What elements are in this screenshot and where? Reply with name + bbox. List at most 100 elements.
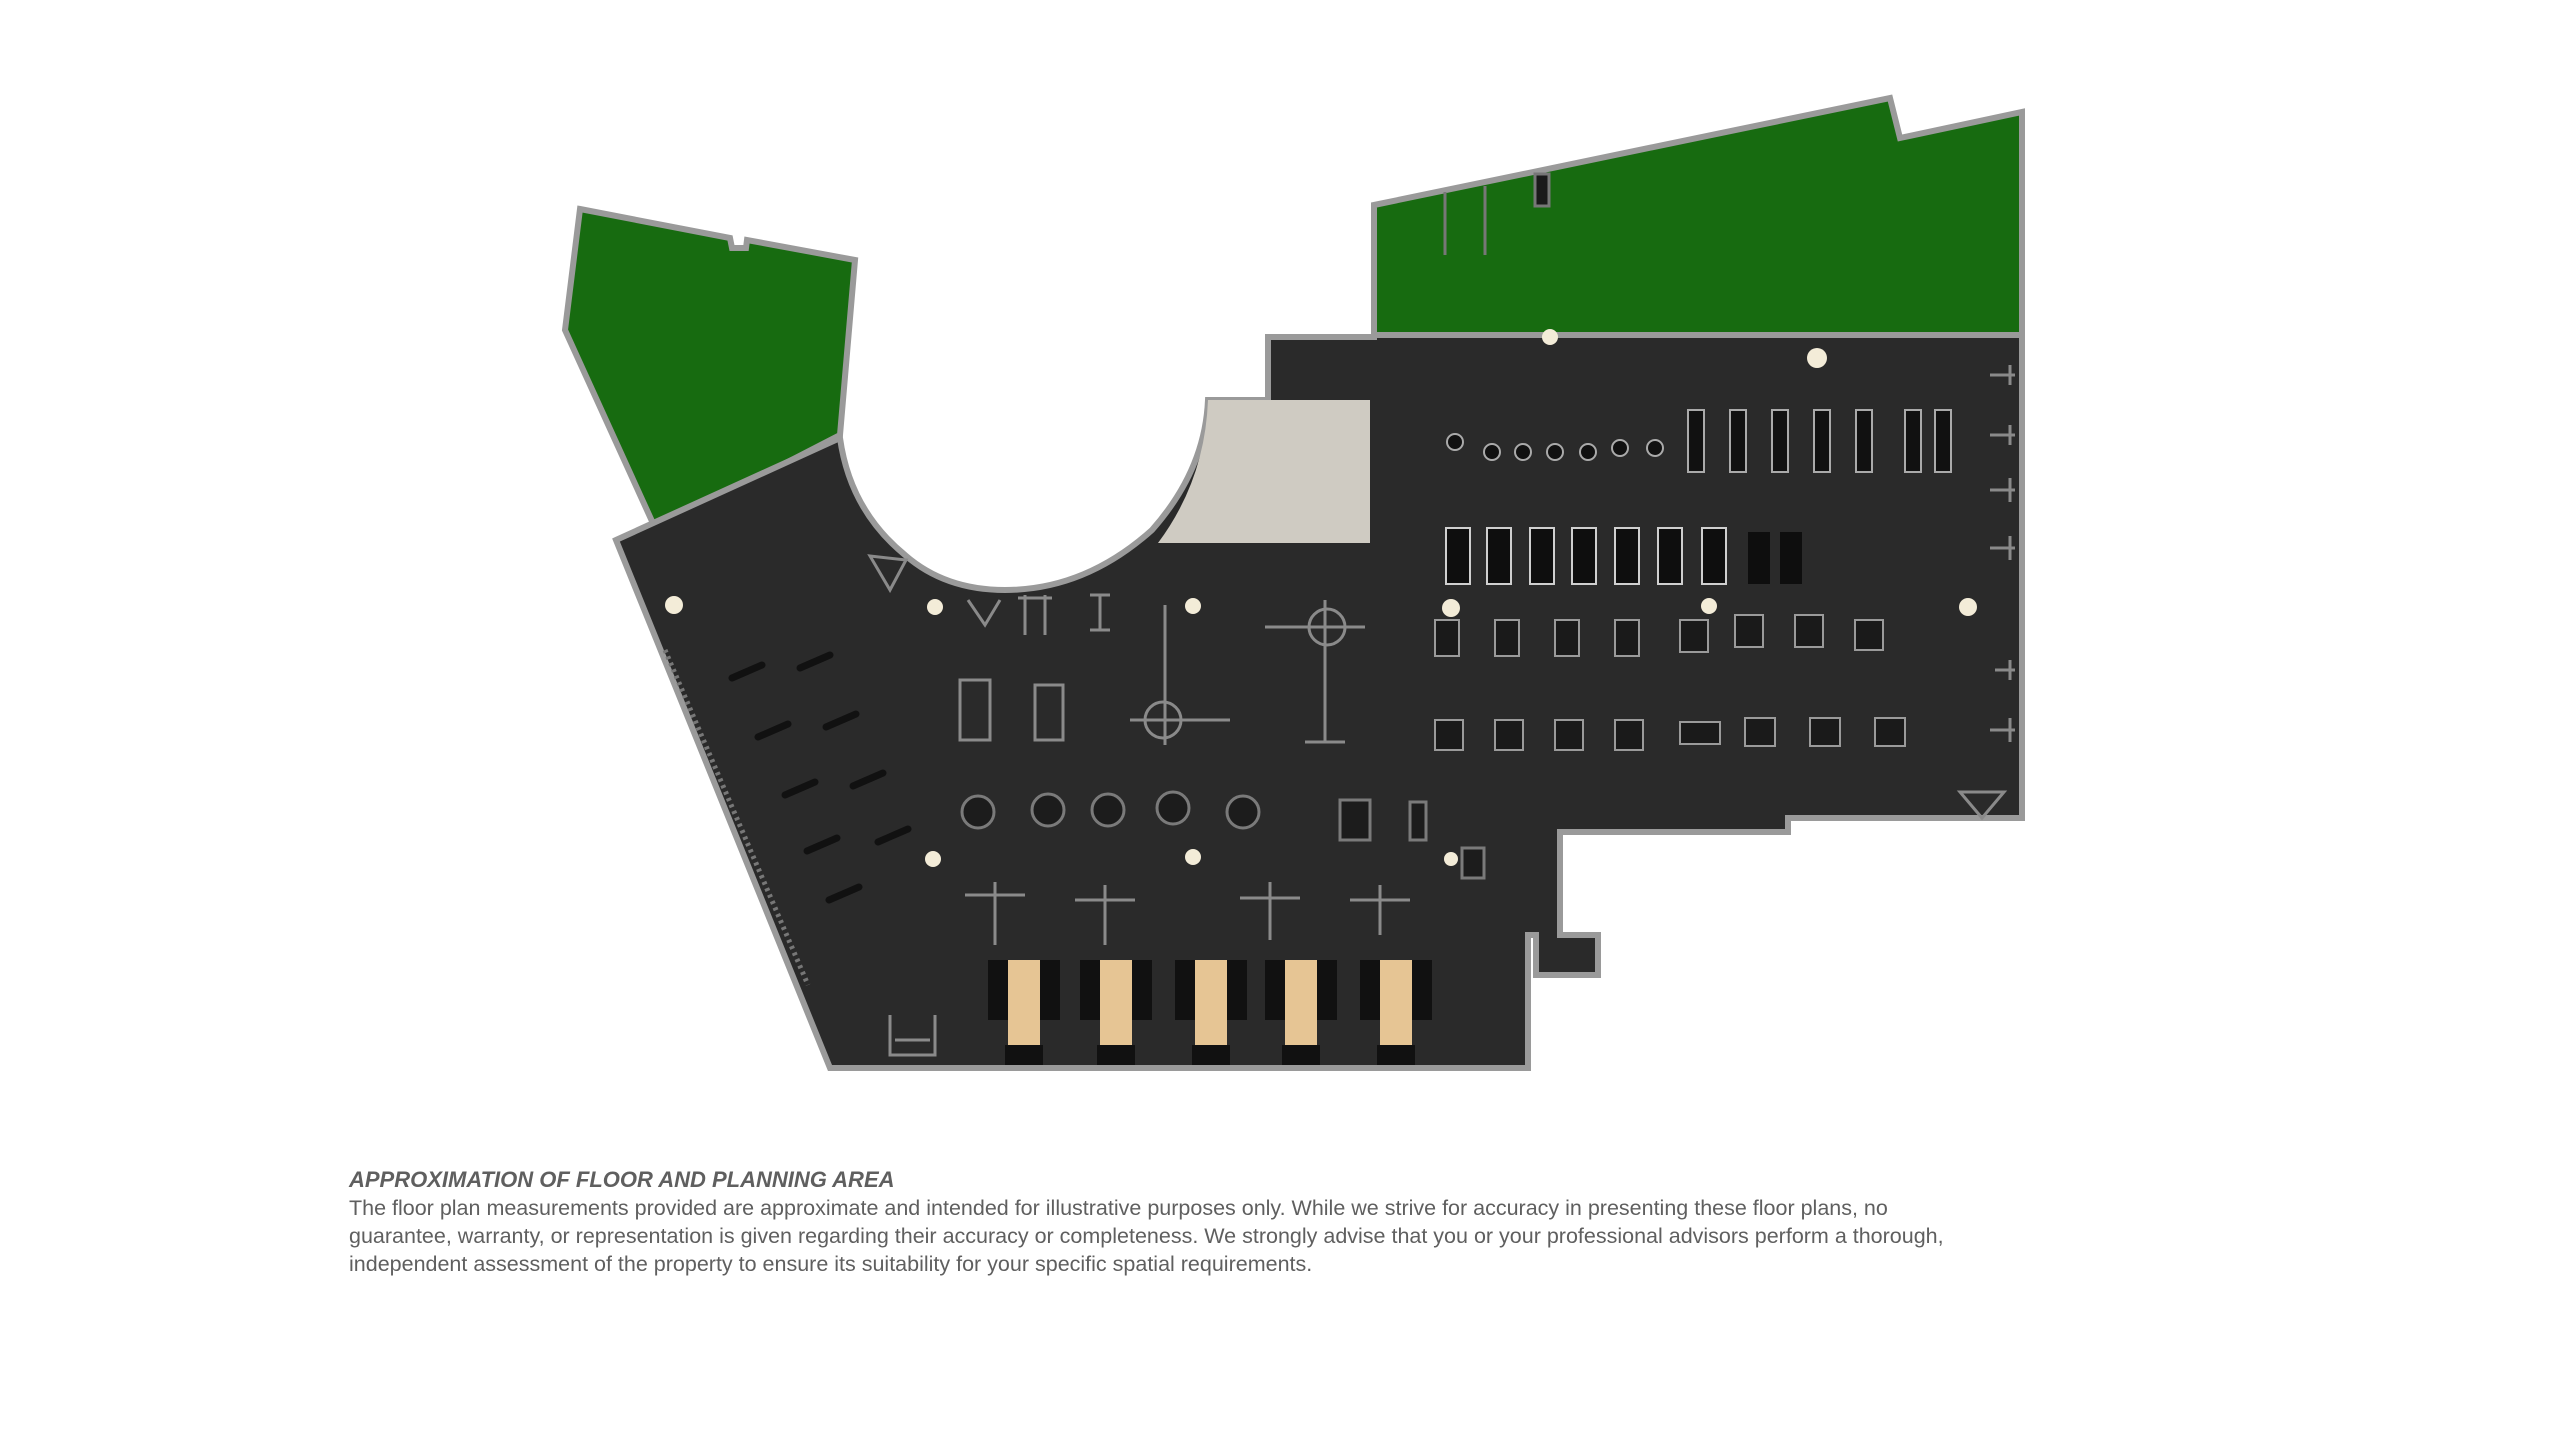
column-dot-icon bbox=[1959, 598, 1977, 616]
gym-equipment-icon bbox=[1744, 717, 1776, 747]
gym-equipment-icon bbox=[1446, 433, 1464, 451]
lifting-platforms bbox=[988, 960, 1432, 1065]
disclaimer-body: The floor plan measurements provided are… bbox=[349, 1196, 1944, 1276]
gym-equipment-icon bbox=[1646, 439, 1664, 457]
weight-bench-icon bbox=[825, 883, 863, 904]
gym-equipment-icon bbox=[1434, 719, 1464, 751]
gym-equipment-icon bbox=[1990, 365, 2015, 385]
gym-equipment-icon bbox=[1990, 478, 2015, 502]
gym-equipment-icon bbox=[1494, 619, 1520, 657]
gym-equipment-icon bbox=[1701, 527, 1727, 585]
gym-equipment-icon bbox=[1225, 794, 1261, 830]
gym-equipment-icon bbox=[1794, 614, 1824, 648]
gym-equipment-icon bbox=[1240, 882, 1300, 940]
gym-equipment-icon bbox=[1434, 619, 1460, 657]
dumbbell-rack bbox=[662, 649, 811, 986]
gym-equipment-icon bbox=[1033, 683, 1065, 742]
treadmill-row bbox=[1445, 527, 1802, 585]
gym-equipment-icon bbox=[1546, 443, 1564, 461]
gym-equipment-icon bbox=[1679, 721, 1721, 745]
gym-equipment-icon bbox=[1614, 719, 1644, 751]
gym-equipment-icon bbox=[1734, 614, 1764, 648]
column-dot-icon bbox=[1442, 599, 1460, 617]
gym-equipment-icon bbox=[960, 794, 996, 830]
turf-equipment bbox=[1443, 172, 1551, 255]
weight-bench-icon bbox=[754, 720, 792, 741]
gym-equipment-icon bbox=[888, 1015, 937, 1057]
gym-equipment-icon bbox=[1483, 443, 1501, 461]
column-dot-icon bbox=[1444, 852, 1458, 866]
main-gym-floor bbox=[612, 332, 2025, 1071]
bench-group-left bbox=[728, 651, 912, 904]
gym-equipment-icon bbox=[1075, 885, 1135, 945]
machine-row-middle bbox=[960, 790, 1486, 880]
weight-bench-icon bbox=[796, 651, 834, 672]
weight-bench-icon bbox=[803, 834, 841, 855]
column-dot-icon bbox=[927, 599, 943, 615]
gym-equipment-icon bbox=[1657, 527, 1683, 585]
columns bbox=[665, 329, 1977, 867]
gym-equipment-icon bbox=[1445, 527, 1471, 585]
cardio-row bbox=[1446, 409, 1952, 473]
gym-equipment-icon bbox=[1813, 409, 1831, 473]
gym-equipment-icon bbox=[1990, 536, 2015, 560]
gym-equipment-icon bbox=[1748, 532, 1770, 584]
disclaimer-title: APPROXIMATION OF FLOOR AND PLANNING AREA bbox=[349, 1167, 895, 1192]
gym-equipment-icon bbox=[1514, 443, 1532, 461]
weight-bench-icon bbox=[822, 710, 860, 731]
lifting-platform-icon bbox=[988, 960, 1060, 1065]
gym-equipment-icon bbox=[1554, 719, 1584, 751]
right-turf-zone bbox=[1371, 94, 2025, 338]
gym-equipment-icon bbox=[1679, 619, 1709, 653]
gym-equipment-icon bbox=[1809, 717, 1841, 747]
gym-equipment-icon bbox=[1350, 885, 1410, 935]
gym-equipment-icon bbox=[1729, 409, 1747, 473]
column-dot-icon bbox=[665, 596, 683, 614]
gym-equipment-icon bbox=[1408, 800, 1428, 842]
gym-equipment-icon bbox=[1494, 719, 1524, 751]
gym-equipment-icon bbox=[1090, 792, 1126, 828]
gym-equipment-icon bbox=[1460, 846, 1486, 880]
gym-equipment-icon bbox=[1614, 527, 1640, 585]
lifting-platform-icon bbox=[1265, 960, 1337, 1065]
squat-racks-row bbox=[888, 882, 1410, 1057]
gym-equipment-icon bbox=[1990, 718, 2015, 742]
gym-equipment-icon bbox=[1855, 409, 1873, 473]
gym-equipment-icon bbox=[1611, 439, 1629, 457]
gym-equipment-icon bbox=[1571, 527, 1597, 585]
gym-equipment-icon bbox=[1874, 717, 1906, 747]
gym-equipment-icon bbox=[1771, 409, 1789, 473]
gym-equipment-icon bbox=[1990, 425, 2015, 445]
gym-equipment-icon bbox=[1687, 409, 1705, 473]
weight-bench-icon bbox=[781, 778, 819, 799]
gym-equipment-icon bbox=[1854, 619, 1884, 651]
lifting-platform-icon bbox=[1360, 960, 1432, 1065]
column-dot-icon bbox=[1185, 598, 1201, 614]
column-dot-icon bbox=[925, 851, 941, 867]
weight-bench-icon bbox=[874, 825, 912, 846]
left-turf-zone bbox=[561, 205, 859, 535]
gym-equipment-icon bbox=[1338, 798, 1372, 842]
gym-equipment-icon bbox=[1904, 409, 1922, 473]
strength-machines-middle bbox=[958, 593, 1365, 745]
gym-equipment-icon bbox=[958, 678, 992, 742]
gym-equipment-icon bbox=[1579, 443, 1597, 461]
column-dot-icon bbox=[1185, 849, 1201, 865]
disclaimer: APPROXIMATION OF FLOOR AND PLANNING AREA… bbox=[349, 1166, 1969, 1278]
triangle-marker-right bbox=[1956, 790, 2008, 821]
gym-equipment-icon bbox=[1614, 619, 1640, 657]
gym-equipment-icon bbox=[1934, 409, 1952, 473]
gym-equipment-icon bbox=[1995, 660, 2015, 680]
gym-equipment-icon bbox=[1554, 619, 1580, 657]
weight-bench-icon bbox=[728, 661, 766, 682]
gym-equipment-icon bbox=[1780, 532, 1802, 584]
gym-equipment-icon bbox=[1529, 527, 1555, 585]
gym-equipment-icon bbox=[965, 882, 1025, 945]
column-dot-icon bbox=[1701, 598, 1717, 614]
weight-bench-icon bbox=[849, 769, 887, 790]
column-dot-icon bbox=[1542, 329, 1558, 345]
machine-rows-right bbox=[1434, 614, 1906, 751]
lifting-platform-icon bbox=[1175, 960, 1247, 1065]
triangle-marker-left bbox=[867, 554, 909, 594]
